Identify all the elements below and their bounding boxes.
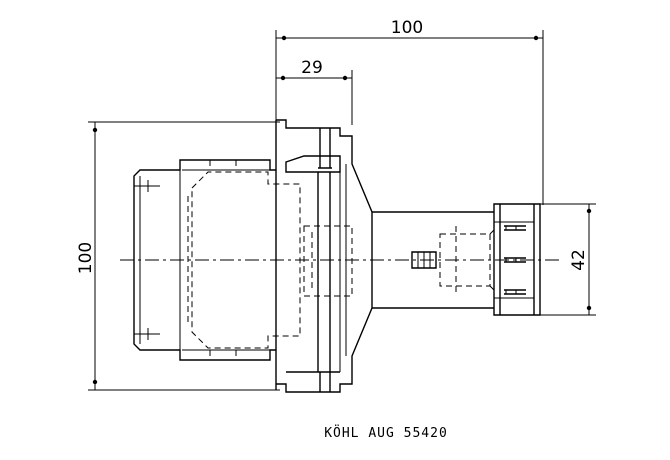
contact-block bbox=[489, 203, 541, 316]
dim-label-shaft-diameter: 42 bbox=[569, 249, 589, 271]
dimension-overall-length: 100 bbox=[275, 18, 544, 205]
dim-label-flange-depth: 29 bbox=[301, 58, 323, 78]
rear-housing bbox=[133, 120, 301, 390]
dimension-flange-depth: 29 bbox=[276, 58, 353, 125]
mounting-flange bbox=[276, 119, 373, 393]
dimension-body-height: 100 bbox=[76, 121, 280, 391]
drawing-caption: KÖHL AUG 55420 bbox=[324, 424, 448, 441]
dim-label-overall-length: 100 bbox=[391, 18, 423, 38]
dim-label-body-height: 100 bbox=[76, 242, 96, 274]
dimension-shaft-diameter: 42 bbox=[540, 203, 596, 316]
